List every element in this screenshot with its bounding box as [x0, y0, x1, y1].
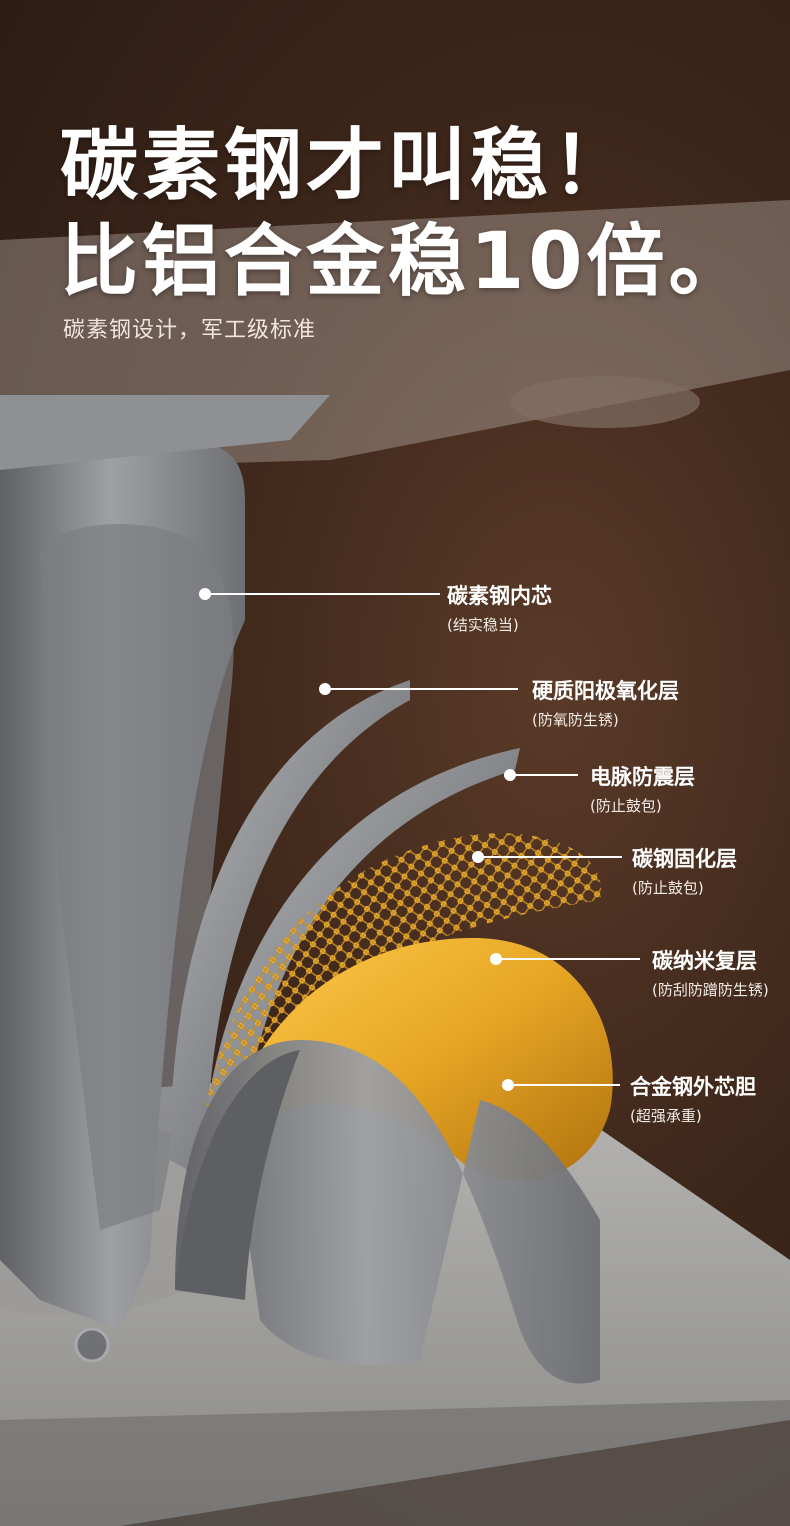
callout-shock-layer: 电脉防震层 (防止鼓包)	[590, 761, 695, 816]
callout-note: (防止鼓包)	[590, 797, 662, 815]
callout-nano-layer: 碳纳米复层 (防刮防蹭防生锈)	[652, 945, 769, 1000]
callout-title: 合金钢外芯胆	[630, 1075, 756, 1099]
mesh-layer	[195, 833, 602, 1200]
headline-line-1: 碳素钢才叫稳！	[60, 121, 635, 211]
callout-lines	[199, 588, 640, 1091]
callout-note: (防止鼓包)	[632, 879, 704, 897]
callout-title: 电脉防震层	[590, 765, 695, 789]
headline-line-2: 比铝合金稳10倍。	[60, 217, 751, 307]
callout-alloy-shell: 合金钢外芯胆 (超强承重)	[630, 1071, 756, 1126]
steel-layer-inner	[175, 1040, 600, 1384]
callout-note: (防刮防蹭防生锈)	[652, 981, 769, 999]
callout-title: 碳纳米复层	[652, 949, 757, 973]
callout-note: (结实稳当)	[447, 616, 519, 634]
callout-title: 碳钢固化层	[632, 847, 737, 871]
callout-note: (超强承重)	[630, 1107, 702, 1125]
callout-title: 碳素钢内芯	[447, 584, 552, 608]
headline: 碳素钢才叫稳！ 比铝合金稳10倍。	[60, 118, 751, 310]
callout-note: (防氧防生锈)	[532, 711, 619, 729]
callout-hardened-layer: 碳钢固化层 (防止鼓包)	[632, 843, 737, 898]
subline: 碳素钢设计，军工级标准	[63, 318, 317, 343]
steel-layer-outer	[170, 680, 410, 1180]
callout-carbon-core: 碳素钢内芯 (结实稳当)	[447, 580, 552, 635]
callout-title: 硬质阳极氧化层	[532, 679, 679, 703]
callout-anodized-layer: 硬质阳极氧化层 (防氧防生锈)	[532, 675, 679, 730]
